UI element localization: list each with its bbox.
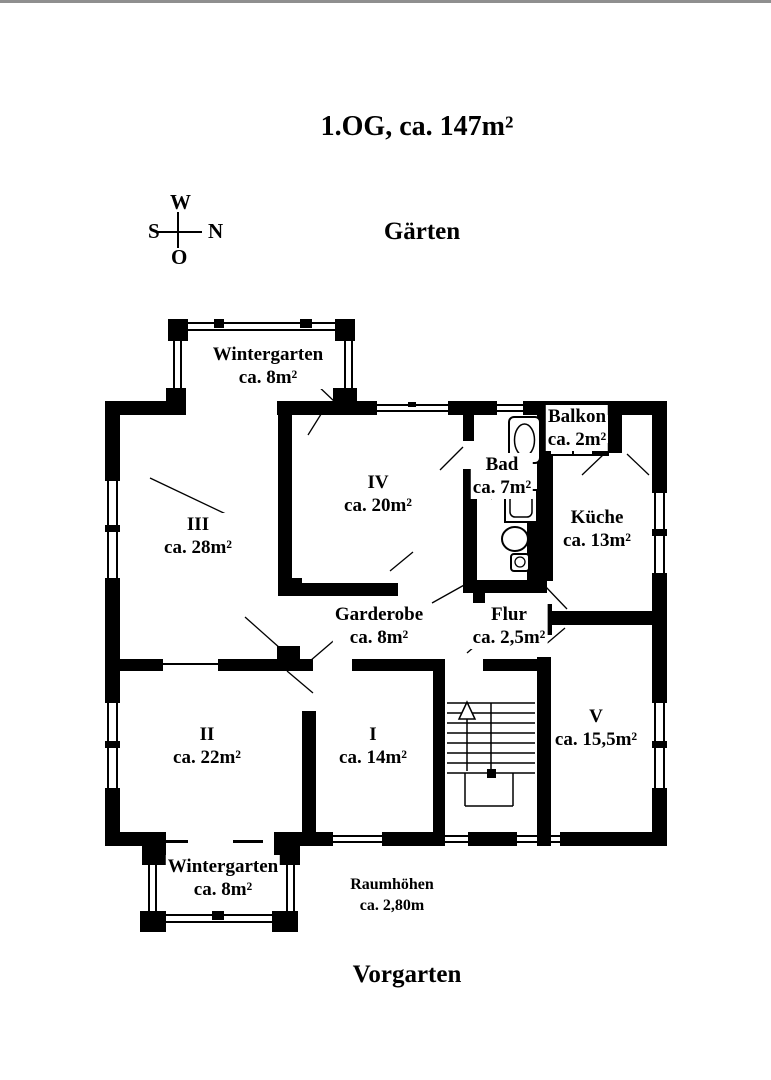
sink-icon	[510, 553, 530, 572]
compass-south-label: S	[148, 219, 160, 243]
compass-west-label: W	[170, 190, 191, 214]
compass-horizontal-line	[156, 231, 202, 233]
wintergarten-bottom-bay	[140, 865, 298, 932]
compass-north-label: N	[208, 219, 224, 243]
garden-label: Gärten	[383, 218, 461, 245]
bath-fixtures	[501, 416, 541, 572]
front-garden-label: Vorgarten	[352, 961, 462, 988]
compass-east-label: O	[171, 245, 188, 269]
staircase-icon	[447, 700, 535, 807]
compass-icon: W S N O	[140, 190, 224, 269]
toilet-icon	[501, 526, 529, 552]
ceiling-height-note: Raumhöhen ca. 2,80m	[350, 876, 434, 914]
exterior-walls	[105, 401, 667, 865]
floor-plan-drawing	[105, 319, 667, 932]
compass-vertical-line	[177, 212, 179, 248]
wintergarten-top-bay	[166, 319, 357, 415]
page-title: 1.OG, ca. 147m²	[320, 111, 514, 142]
